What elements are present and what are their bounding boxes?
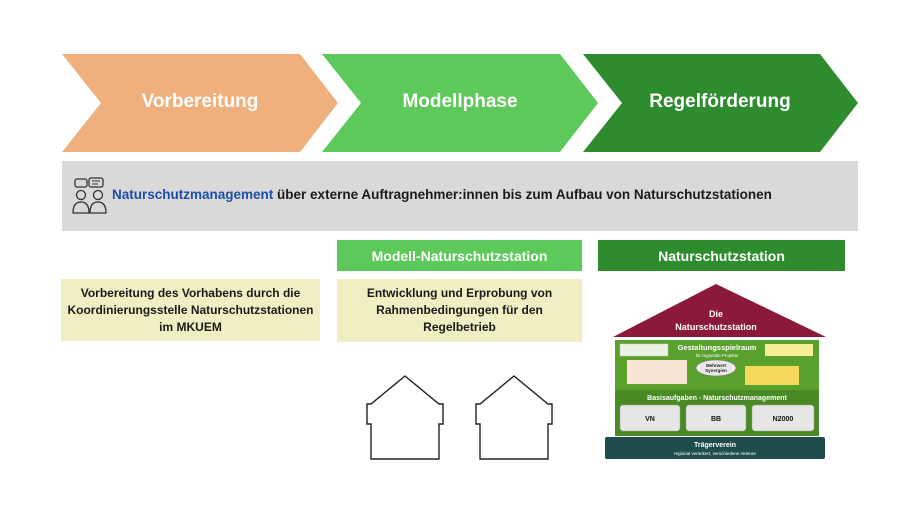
management-highlight: Naturschutzmanagement <box>112 187 274 202</box>
preparation-box: Vorbereitung des Vorhabens durch die Koo… <box>61 279 320 341</box>
phase-label-modellphase: Modellphase <box>402 91 518 112</box>
house-foundation <box>605 437 825 459</box>
phase-arrow-vorbereitung <box>62 54 338 152</box>
upper-floor-subtitle: für regionale Projekte <box>696 353 739 358</box>
station-house-diagram: Die Naturschutzstation Gestaltungsspielr… <box>605 284 826 459</box>
roof-line-1: Die <box>709 309 723 319</box>
upper-box-1 <box>619 343 669 357</box>
upper-box-3 <box>627 360 687 384</box>
middle-floor-title: Basisaufgaben - Naturschutzmanagement <box>647 395 787 402</box>
phase-label-vorbereitung: Vorbereitung <box>141 91 259 112</box>
phase-arrow-regelfoerderung <box>583 54 858 152</box>
cell-bb-label: BB <box>711 416 721 423</box>
phase-arrow-modellphase <box>322 54 598 152</box>
upper-box-2 <box>765 344 813 356</box>
synergy-oval <box>695 359 737 377</box>
management-band-text: Naturschutzmanagement über externe Auftr… <box>112 187 872 202</box>
house-outline-icon <box>366 375 444 460</box>
station-title: Naturschutzstation <box>598 240 845 271</box>
cell-bb <box>685 404 747 432</box>
cell-n2000-label: N2000 <box>773 416 794 423</box>
foundation-subtitle: regional verankert, verschiedene Akteure <box>674 451 756 456</box>
model-box: Entwicklung und Erprobung von Rahmenbedi… <box>337 279 582 342</box>
synergy-line-1: Mehrwert <box>706 363 727 368</box>
house-roof <box>613 284 826 337</box>
house-outline-icon <box>475 375 553 460</box>
phase-label-regelfoerderung: Regelförderung <box>649 91 791 112</box>
upper-floor-title: Gestaltungsspielraum <box>678 343 757 352</box>
roof-line-2: Naturschutzstation <box>675 322 757 332</box>
cell-vn <box>619 404 681 432</box>
model-station-title: Modell-Naturschutzstation <box>337 240 582 271</box>
foundation-title: Trägerverein <box>694 442 736 449</box>
cell-n2000 <box>751 404 815 432</box>
management-band <box>62 161 858 231</box>
cell-vn-label: VN <box>645 416 655 423</box>
synergy-line-2: Synergien <box>705 368 727 373</box>
people-discussion-icon <box>72 177 107 214</box>
management-description: über externe Auftragnehmer:innen bis zum… <box>273 187 772 202</box>
upper-box-4 <box>745 366 799 385</box>
